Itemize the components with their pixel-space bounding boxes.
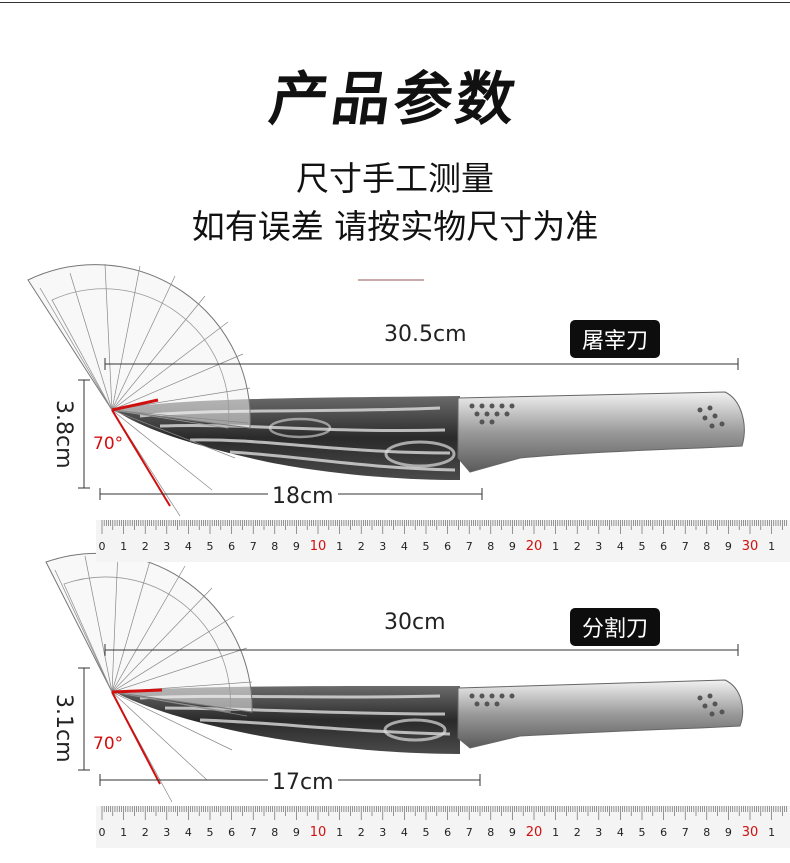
ruler-label: 9 — [725, 540, 732, 553]
ruler-label: 2 — [142, 826, 149, 839]
ruler-label: 10 — [310, 539, 327, 554]
ruler-label: 1 — [768, 540, 775, 553]
ruler-label: 3 — [595, 826, 602, 839]
ruler-label: 5 — [207, 540, 214, 553]
ruler-1: 0 1 2 3 4 5 6 7 8 9 10 1 2 3 4 5 6 7 8 9 20 1 2 3 4 5 6 7 8 9 30 1 — [96, 520, 790, 562]
ruler-label: 4 — [185, 540, 192, 553]
ruler-label: 0 — [99, 540, 106, 553]
ruler-label: 5 — [423, 826, 430, 839]
ruler-label: 7 — [466, 540, 473, 553]
ruler-label: 5 — [207, 826, 214, 839]
ruler-label: 1 — [768, 826, 775, 839]
title-divider — [358, 279, 424, 281]
knife-name-badge: 分割刀 — [570, 608, 661, 646]
ruler-label: 10 — [310, 825, 327, 840]
ruler-label: 6 — [444, 826, 451, 839]
ruler-label: 3 — [163, 540, 170, 553]
page-title: 产品参数 — [265, 65, 524, 133]
ruler-label: 4 — [401, 540, 408, 553]
ruler-label: 8 — [703, 826, 710, 839]
ruler-label: 2 — [574, 540, 581, 553]
ruler-label: 7 — [250, 826, 257, 839]
ruler-label: 9 — [293, 540, 300, 553]
ruler-label: 9 — [725, 826, 732, 839]
ruler-2: 0 1 2 3 4 5 6 7 8 9 10 1 2 3 4 5 6 7 8 9 20 1 2 3 4 5 6 7 8 9 30 1 — [96, 806, 790, 848]
ruler-label: 8 — [271, 540, 278, 553]
ruler-label: 2 — [142, 540, 149, 553]
ruler-label: 1 — [120, 826, 127, 839]
protractor-2 — [45, 549, 253, 803]
ruler-label: 20 — [526, 825, 543, 840]
ruler-label: 4 — [185, 826, 192, 839]
ruler-label: 3 — [163, 826, 170, 839]
ruler-label: 6 — [660, 826, 667, 839]
ruler-label: 6 — [228, 826, 235, 839]
subtitle-error-note: 如有误差 请按实物尺寸为准 — [191, 207, 599, 246]
ruler-label: 3 — [379, 540, 386, 553]
ruler-label: 1 — [552, 826, 559, 839]
ruler-label: 9 — [509, 540, 516, 553]
ruler-label: 9 — [509, 826, 516, 839]
ruler-label: 9 — [293, 826, 300, 839]
ruler-label: 6 — [444, 540, 451, 553]
knife-section-2: 30cm 分割刀 17cm 3.1cm 70° — [0, 544, 790, 834]
ruler-label: 20 — [526, 539, 543, 554]
ruler-label: 8 — [703, 540, 710, 553]
blade-angle-label: 70° — [93, 434, 124, 454]
knife-illustration-2 — [45, 549, 744, 803]
ruler-label: 5 — [639, 540, 646, 553]
protractor-1 — [27, 263, 251, 517]
ruler-label: 5 — [423, 540, 430, 553]
ruler-label: 3 — [595, 540, 602, 553]
blade-length-label: 18cm — [268, 484, 338, 509]
ruler-label: 4 — [617, 540, 624, 553]
ruler-label: 4 — [401, 826, 408, 839]
ruler-label: 7 — [250, 540, 257, 553]
ruler-label: 1 — [120, 540, 127, 553]
ruler-label: 1 — [336, 540, 343, 553]
knife-illustration-1 — [27, 263, 745, 517]
subtitle-measure-note: 尺寸手工测量 — [296, 159, 494, 198]
knife-name-badge: 屠宰刀 — [570, 320, 661, 358]
ruler-label: 1 — [552, 540, 559, 553]
total-length-label: 30cm — [384, 610, 446, 635]
ruler-label: 8 — [487, 540, 494, 553]
knife-section-1: 30.5cm 屠宰刀 18cm 3.8cm 70° — [0, 258, 790, 548]
total-length-label: 30.5cm — [384, 322, 467, 347]
ruler-label: 2 — [574, 826, 581, 839]
ruler-label: 8 — [487, 826, 494, 839]
ruler-label: 7 — [682, 826, 689, 839]
ruler-label: 7 — [466, 826, 473, 839]
ruler-label: 1 — [336, 826, 343, 839]
blade-angle-label: 70° — [93, 734, 124, 754]
ruler-label: 0 — [99, 826, 106, 839]
blade-length-label: 17cm — [268, 770, 338, 795]
top-border — [0, 2, 790, 3]
blade-width-label: 3.1cm — [51, 694, 76, 763]
ruler-label: 2 — [358, 540, 365, 553]
ruler-label: 6 — [660, 540, 667, 553]
ruler-label: 30 — [742, 539, 759, 554]
ruler-label: 6 — [228, 540, 235, 553]
ruler-label: 5 — [639, 826, 646, 839]
ruler-label: 30 — [742, 825, 759, 840]
blade-width-label: 3.8cm — [51, 400, 76, 469]
ruler-label: 8 — [271, 826, 278, 839]
ruler-label: 3 — [379, 826, 386, 839]
ruler-label: 4 — [617, 826, 624, 839]
ruler-label: 2 — [358, 826, 365, 839]
ruler-label: 7 — [682, 540, 689, 553]
